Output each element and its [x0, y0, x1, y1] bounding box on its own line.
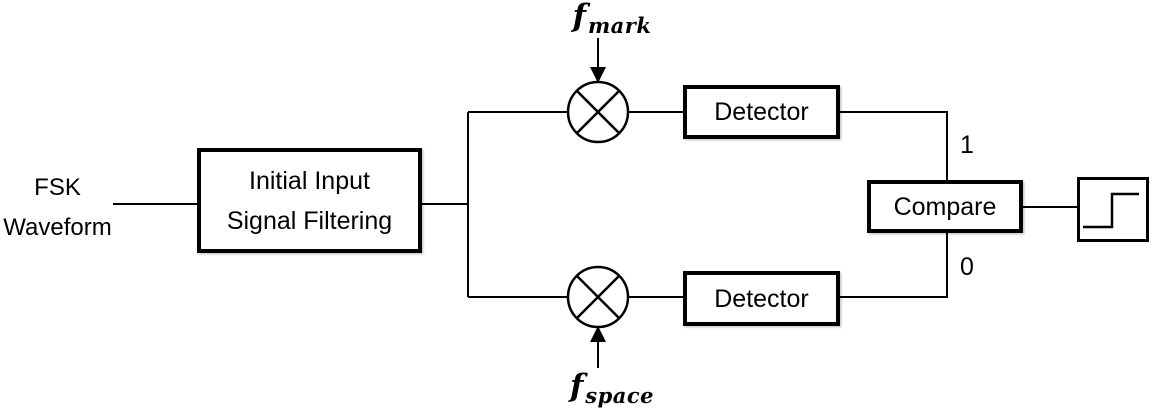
fspace-symbol: f	[569, 368, 584, 404]
detector-bottom-box: Detector	[683, 271, 840, 326]
fspace-label: fspace	[547, 368, 677, 410]
initial-filter-box: Initial Input Signal Filtering	[197, 148, 422, 253]
output-step-box	[1077, 177, 1149, 242]
fmark-label: fmark	[547, 0, 677, 38]
initial-filter-label-line1: Initial Input	[249, 166, 370, 195]
input-signal-label: FSK Waveform	[0, 168, 115, 248]
input-signal-label-line1: FSK	[34, 174, 81, 201]
detector-bottom-label: Detector	[714, 284, 809, 313]
fmark-symbol: f	[572, 0, 586, 34]
wire-detector-to-compare-top	[840, 111, 948, 180]
mixer-multiplier-icon-top	[566, 80, 630, 144]
compare-box: Compare	[867, 180, 1023, 233]
compare-label: Compare	[893, 192, 997, 221]
input-signal-label-line2: Waveform	[3, 214, 112, 241]
wire-detector-to-compare-bottom	[840, 233, 948, 298]
branch-label-1: 1	[960, 131, 974, 159]
mixer-multiplier-icon-bottom	[566, 265, 630, 329]
arrow-down-icon	[590, 38, 606, 83]
detector-top-label: Detector	[714, 98, 809, 126]
arrow-up-icon	[590, 326, 606, 368]
branch-label-0: 0	[960, 253, 974, 281]
fmark-subscript: mark	[587, 13, 652, 38]
detector-top-box: Detector	[683, 85, 840, 139]
fspace-subscript: space	[585, 383, 655, 408]
initial-filter-label-line2: Signal Filtering	[226, 206, 393, 235]
step-function-icon	[1083, 192, 1139, 229]
